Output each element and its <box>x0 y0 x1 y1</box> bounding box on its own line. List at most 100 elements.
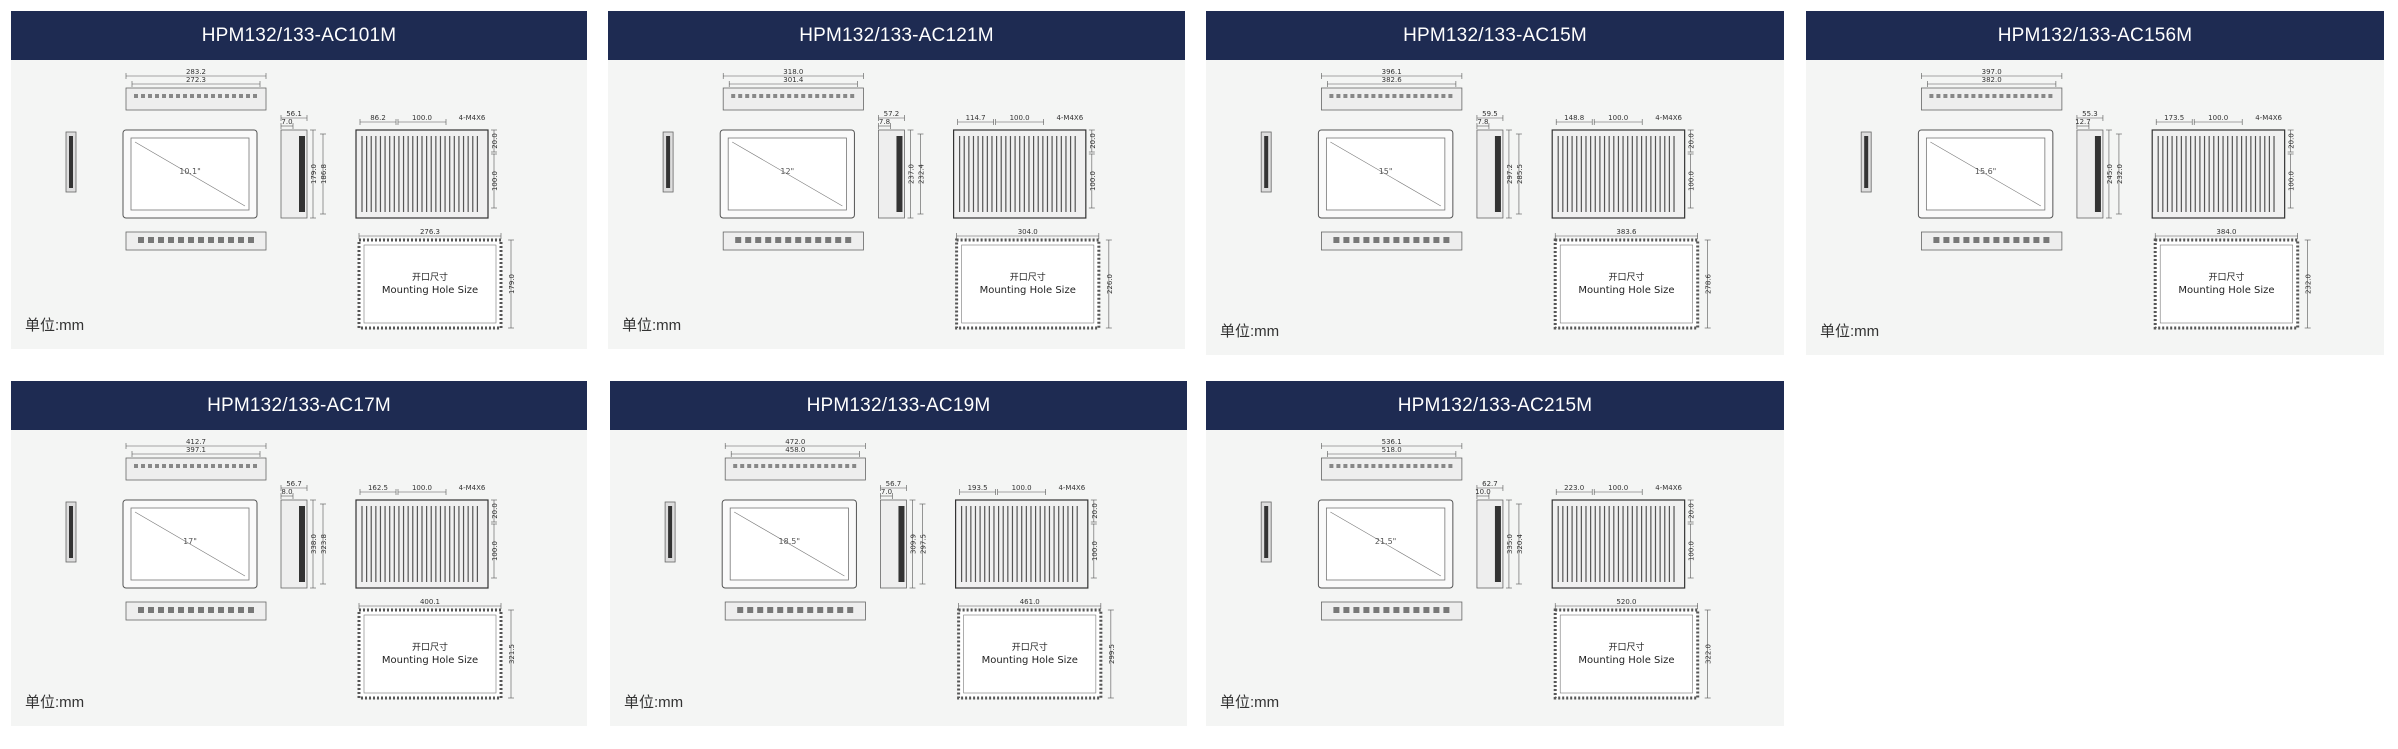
top-view <box>1320 457 1463 481</box>
connector-mark <box>198 237 204 243</box>
port-mark <box>1357 94 1362 98</box>
top-view <box>1920 87 2063 111</box>
port-mark <box>1957 94 1962 98</box>
connector-mark <box>1343 237 1350 243</box>
dimension-label: 100.0 <box>1089 171 1097 191</box>
dimension-label: 7.0 <box>281 118 292 126</box>
port-mark <box>176 464 180 468</box>
dimension-label: 56.7 <box>286 480 302 488</box>
depth-edge <box>299 136 305 212</box>
hole-label-en: Mounting Hole Size <box>980 285 1076 296</box>
dimension-label: 100.0 <box>491 171 499 191</box>
dimension-label: 20.0 <box>1688 133 1696 149</box>
screen-diagonal-label: 15.6" <box>1975 167 1997 176</box>
port-mark <box>1343 464 1348 468</box>
screen-diagonal-label: 15" <box>1379 167 1393 176</box>
port-mark <box>1329 94 1334 98</box>
dimension-label: 186.8 <box>320 164 328 184</box>
port-mark <box>169 94 173 98</box>
port-mark <box>824 464 829 468</box>
connector-mark <box>765 237 772 243</box>
connector-mark <box>188 607 194 613</box>
dimension-label: 8.0 <box>281 488 292 496</box>
port-mark <box>754 464 759 468</box>
connector-mark <box>218 237 224 243</box>
connector-mark <box>178 607 184 613</box>
connector-mark <box>178 237 184 243</box>
connector-mark <box>168 237 174 243</box>
port-mark <box>1336 464 1341 468</box>
port-mark <box>1985 94 1990 98</box>
connector-mark <box>1393 237 1400 243</box>
depth-edge <box>1494 506 1501 582</box>
screen-diagonal-label: 10.1" <box>179 167 201 176</box>
dimension-label: 272.3 <box>186 76 206 84</box>
dimension-label: 278.6 <box>1705 273 1713 294</box>
diagonal-line <box>1930 141 2042 207</box>
port-mark <box>1441 464 1446 468</box>
connector-mark <box>238 607 244 613</box>
port-mark <box>211 94 215 98</box>
connector-mark <box>815 237 822 243</box>
dimension-label: 100.0 <box>1608 484 1628 492</box>
dimension-label: 100.0 <box>1010 114 1030 122</box>
port-mark <box>197 464 201 468</box>
hole-label-en: Mounting Hole Size <box>982 655 1078 666</box>
connector-mark <box>188 237 194 243</box>
port-mark <box>808 94 813 98</box>
dimension-label: 56.7 <box>886 480 902 488</box>
connector-mark <box>208 607 214 613</box>
dimension-label: 309.9 <box>909 534 917 554</box>
port-mark <box>752 94 757 98</box>
port-mark <box>2027 94 2032 98</box>
card-title: HPM132/133-AC215M <box>1206 381 1784 430</box>
port-mark <box>2034 94 2039 98</box>
depth-edge <box>898 506 905 582</box>
dimension-label: 20.0 <box>1688 503 1696 519</box>
dimension-label: 179.0 <box>508 274 516 294</box>
screw-spec-label: 4-M4X6 <box>1058 484 1085 492</box>
port-mark <box>246 94 250 98</box>
connector-mark <box>835 237 842 243</box>
dimension-label: 384.0 <box>2216 228 2236 236</box>
card-title: HPM132/133-AC101M <box>11 11 587 60</box>
hole-label-en: Mounting Hole Size <box>1578 285 1674 296</box>
side-edge <box>69 506 73 558</box>
connector-mark <box>1443 237 1450 243</box>
hole-label-cn: 开口尺寸 <box>1012 641 1048 653</box>
unit-label: 单位:mm <box>1820 323 1880 340</box>
port-mark <box>169 464 173 468</box>
port-mark <box>745 94 750 98</box>
port-mark <box>766 94 771 98</box>
port-mark <box>733 464 738 468</box>
bottom-view <box>1320 231 1463 251</box>
port-mark <box>204 94 208 98</box>
hole-label-en: Mounting Hole Size <box>382 655 478 666</box>
port-mark <box>759 94 764 98</box>
connector-mark <box>785 237 792 243</box>
connector-mark <box>1373 607 1380 613</box>
port-mark <box>822 94 827 98</box>
connector-mark <box>737 607 744 613</box>
dimension-label: 223.0 <box>1564 484 1584 492</box>
connector-mark <box>805 237 812 243</box>
hole-label-cn: 开口尺寸 <box>412 271 448 283</box>
port-mark <box>1329 464 1334 468</box>
dimension-label: 162.5 <box>368 484 388 492</box>
port-mark <box>162 464 166 468</box>
diagonal-line <box>134 141 246 207</box>
dimension-label: 232.0 <box>2116 164 2124 184</box>
port-mark <box>190 464 194 468</box>
depth-edge <box>1494 136 1501 212</box>
dimension-label: 382.0 <box>1982 76 2002 84</box>
connector-mark <box>1413 237 1420 243</box>
connector-mark <box>1353 237 1360 243</box>
port-mark <box>810 464 815 468</box>
